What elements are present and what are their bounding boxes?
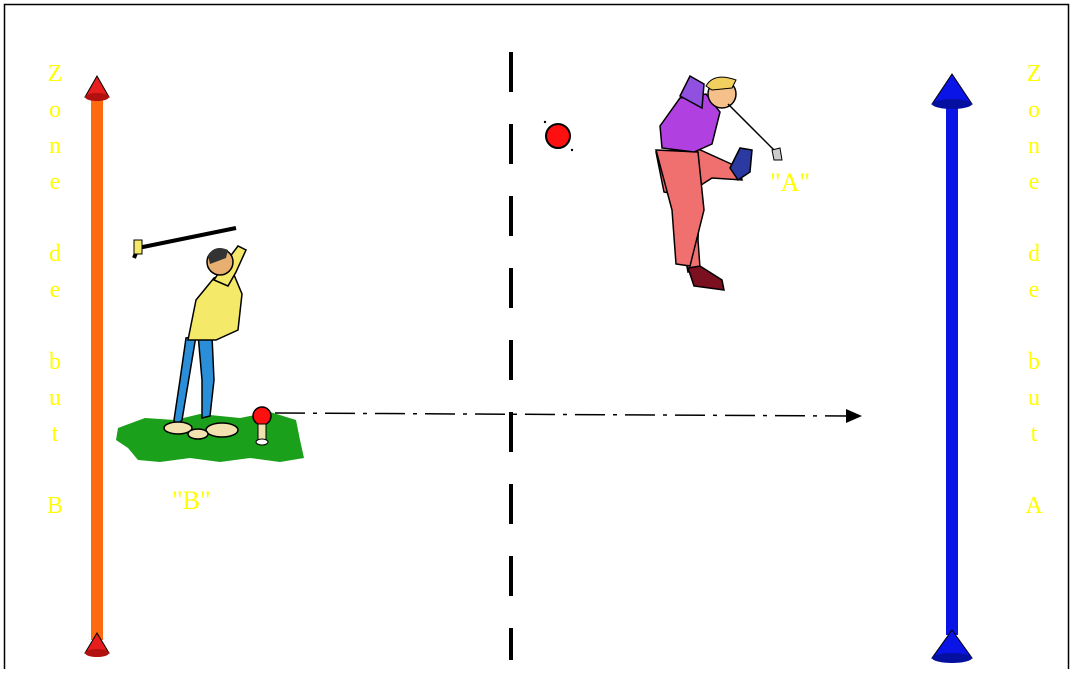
trajectory-line [275, 413, 848, 416]
golfer-follow-through-icon [656, 76, 782, 290]
zone-a-label: Z o n e d e b u t A [1019, 56, 1049, 524]
shot-trajectory-arrow [275, 409, 862, 423]
player-a-label: "A" [770, 168, 810, 198]
goal-a-top-cone-base [932, 99, 972, 109]
goal-b-bottom-cone-base [85, 649, 109, 657]
player-b-label: "B" [172, 486, 211, 516]
golf-ball-icon [544, 121, 573, 151]
goal-a-bottom-cone-base [932, 653, 972, 663]
frame-border [5, 5, 1069, 670]
zone-b-label: Z o n e d e b u t B [40, 56, 70, 524]
goal-line-b [85, 76, 109, 657]
grass-patch [116, 412, 304, 462]
arrow-head-icon [846, 409, 862, 423]
goal-line-a [932, 74, 972, 663]
golfer-swinging-icon [116, 228, 304, 462]
goal-b-top-cone-base [85, 93, 109, 101]
